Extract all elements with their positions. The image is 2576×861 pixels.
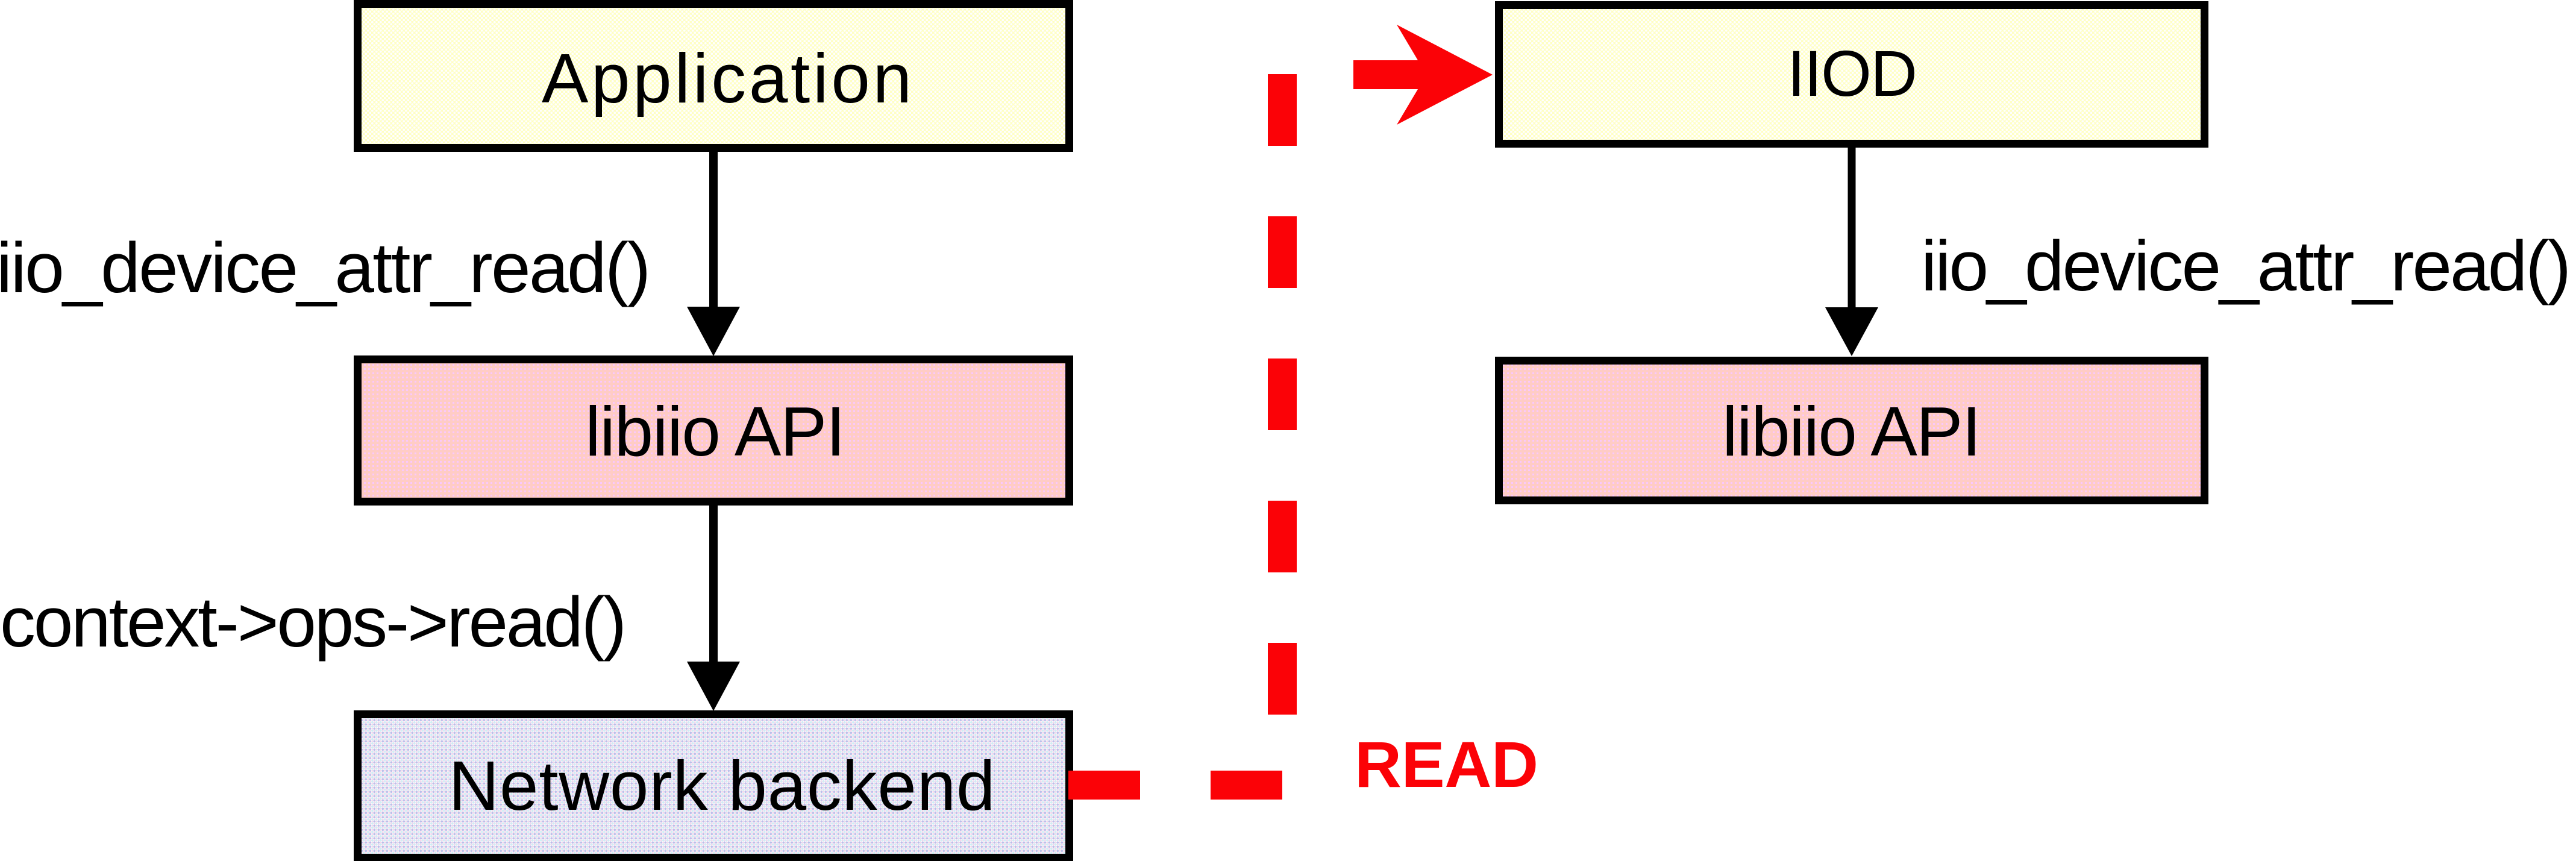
- svg-text:libiio API: libiio API: [585, 392, 845, 471]
- svg-text:iio_device_attr_read(): iio_device_attr_read(): [0, 228, 651, 308]
- svg-text:libiio API: libiio API: [1722, 392, 1981, 471]
- svg-text:Application: Application: [542, 39, 912, 117]
- svg-text:context->ops->read(): context->ops->read(): [0, 583, 627, 662]
- svg-text:IIOD: IIOD: [1787, 37, 1917, 110]
- svg-text:READ: READ: [1355, 728, 1538, 801]
- svg-text:iio_device_attr_read(): iio_device_attr_read(): [1921, 227, 2571, 306]
- svg-text:Network backend: Network backend: [449, 747, 995, 825]
